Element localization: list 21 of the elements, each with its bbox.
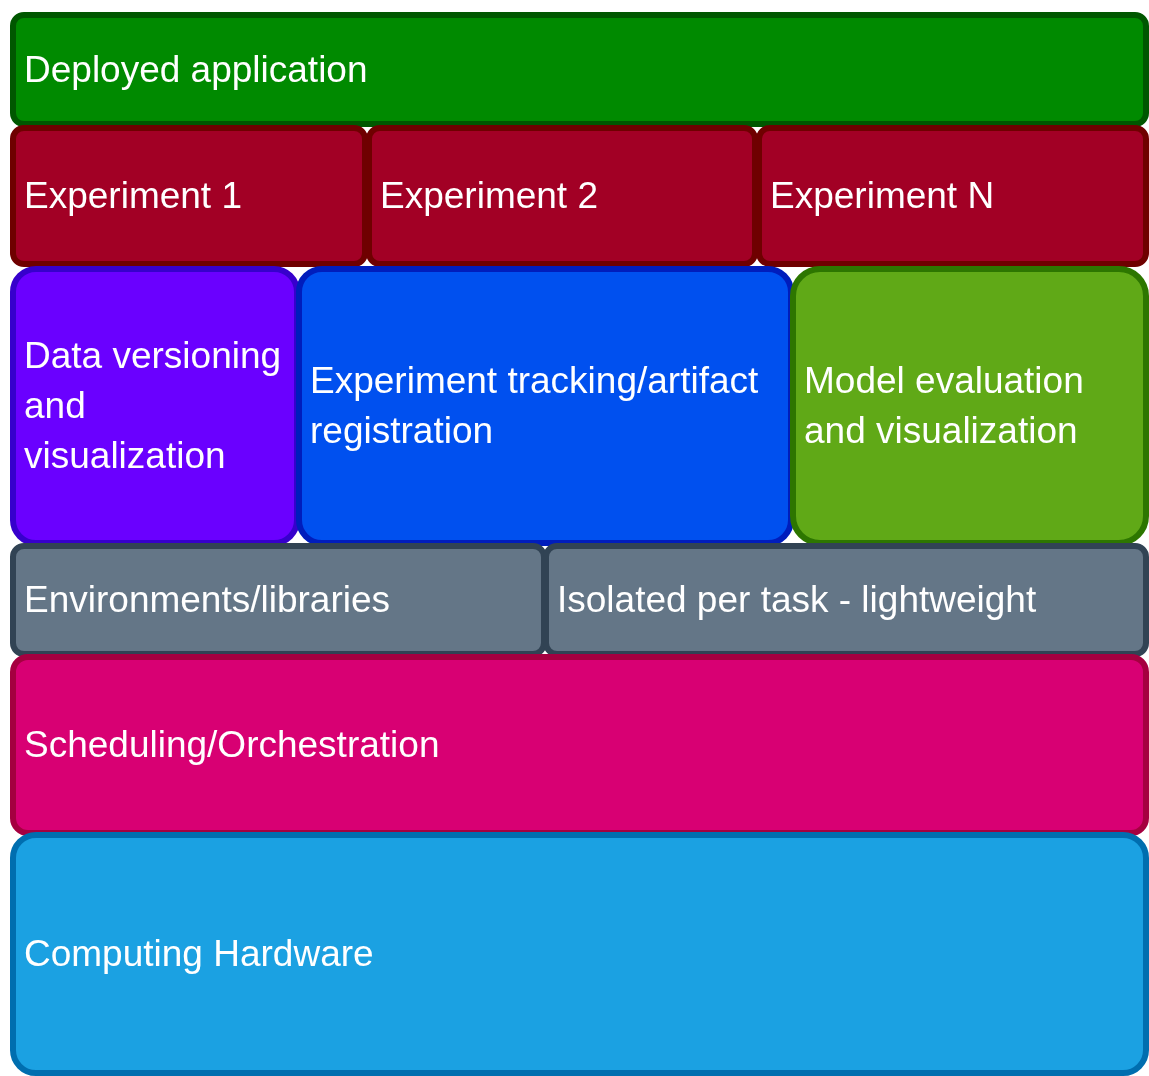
stack-layer <box>10 654 1149 836</box>
layer-label: Experiment 1 <box>24 175 242 217</box>
stack-layer <box>10 12 1149 127</box>
stack-layer <box>10 832 1149 1076</box>
layer-label: Experiment N <box>770 175 995 217</box>
layer-label: Computing Hardware <box>24 933 374 975</box>
stack-layer <box>543 543 1149 657</box>
layer-label: Data versioning and visualization <box>24 335 282 476</box>
stack-layer <box>296 266 794 546</box>
stack-layer <box>10 266 300 546</box>
layer-label: Isolated per task - lightweight <box>557 579 1037 621</box>
layer-label: Deployed application <box>24 48 368 90</box>
layer-label: Experiment 2 <box>380 175 598 217</box>
layer-label: Experiment tracking/artifact registration <box>310 360 759 451</box>
stack-layer <box>790 266 1149 546</box>
layer-label: Environments/libraries <box>24 579 391 621</box>
stack-layer <box>10 543 547 657</box>
stack-layer <box>10 125 368 267</box>
stack-layer <box>756 125 1149 267</box>
layer-label: Scheduling/Orchestration <box>24 724 440 766</box>
layer-label: Model evaluation and visualization <box>804 360 1084 451</box>
